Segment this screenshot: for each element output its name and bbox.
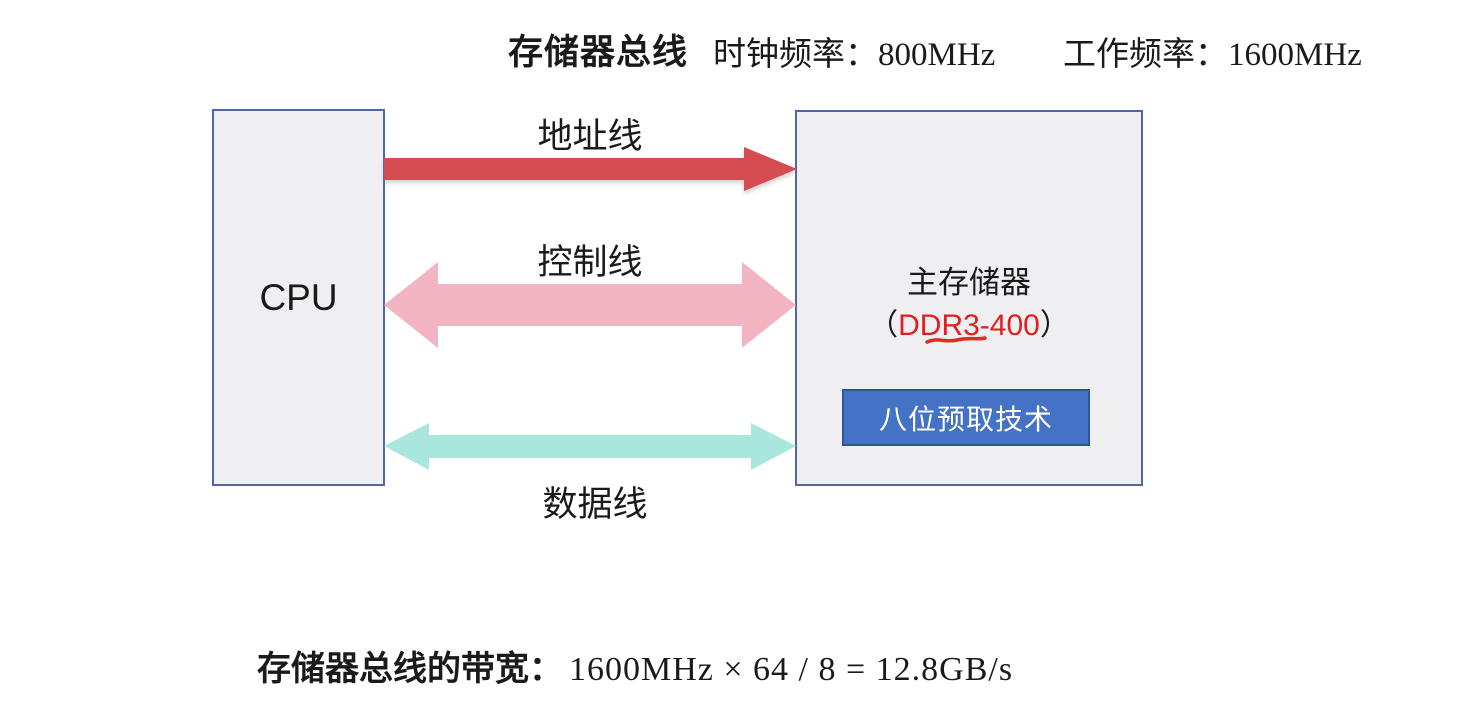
- clock-frequency-text: 时钟频率：800MHz: [713, 27, 995, 75]
- bandwidth-formula-line: 存储器总线的带宽：1600MHz × 64 / 8 = 12.8GB/s: [257, 641, 1013, 690]
- main-memory-model: （DDR3-400）: [797, 300, 1141, 344]
- main-memory-box: 主存储器 （DDR3-400） 八位预取技术: [795, 110, 1143, 486]
- main-memory-title: 主存储器: [907, 265, 1031, 300]
- bandwidth-label: 存储器总线的带宽：: [257, 651, 563, 688]
- address-bus-label: 地址线: [537, 117, 643, 156]
- data-bus-label: 数据线: [542, 485, 648, 524]
- work-frequency-value: 1600MHz: [1228, 37, 1362, 73]
- clock-frequency-value: 800MHz: [878, 37, 996, 73]
- prefetch-technology-badge: 八位预取技术: [842, 389, 1090, 446]
- data-bus-arrow-icon: [384, 423, 796, 470]
- work-frequency-text: 工作频率：1600MHz: [1063, 27, 1362, 75]
- bandwidth-formula: 1600MHz × 64 / 8 = 12.8GB/s: [569, 651, 1014, 688]
- work-frequency-label: 工作频率：: [1063, 37, 1228, 73]
- model-close-paren: ）: [1039, 309, 1070, 342]
- cpu-box: CPU: [212, 109, 385, 486]
- prefetch-technology-label: 八位预取技术: [878, 403, 1053, 435]
- address-bus-arrow-icon: [384, 147, 797, 191]
- control-bus-label: 控制线: [537, 243, 643, 282]
- control-bus-arrow-icon: [384, 262, 796, 348]
- cpu-label: CPU: [259, 276, 338, 318]
- page-title: 存储器总线: [508, 33, 689, 72]
- red-underline-annotation: [925, 336, 987, 344]
- model-name: DDR3-400: [898, 309, 1040, 342]
- model-open-paren: （: [868, 309, 899, 342]
- clock-frequency-label: 时钟频率：: [713, 37, 878, 73]
